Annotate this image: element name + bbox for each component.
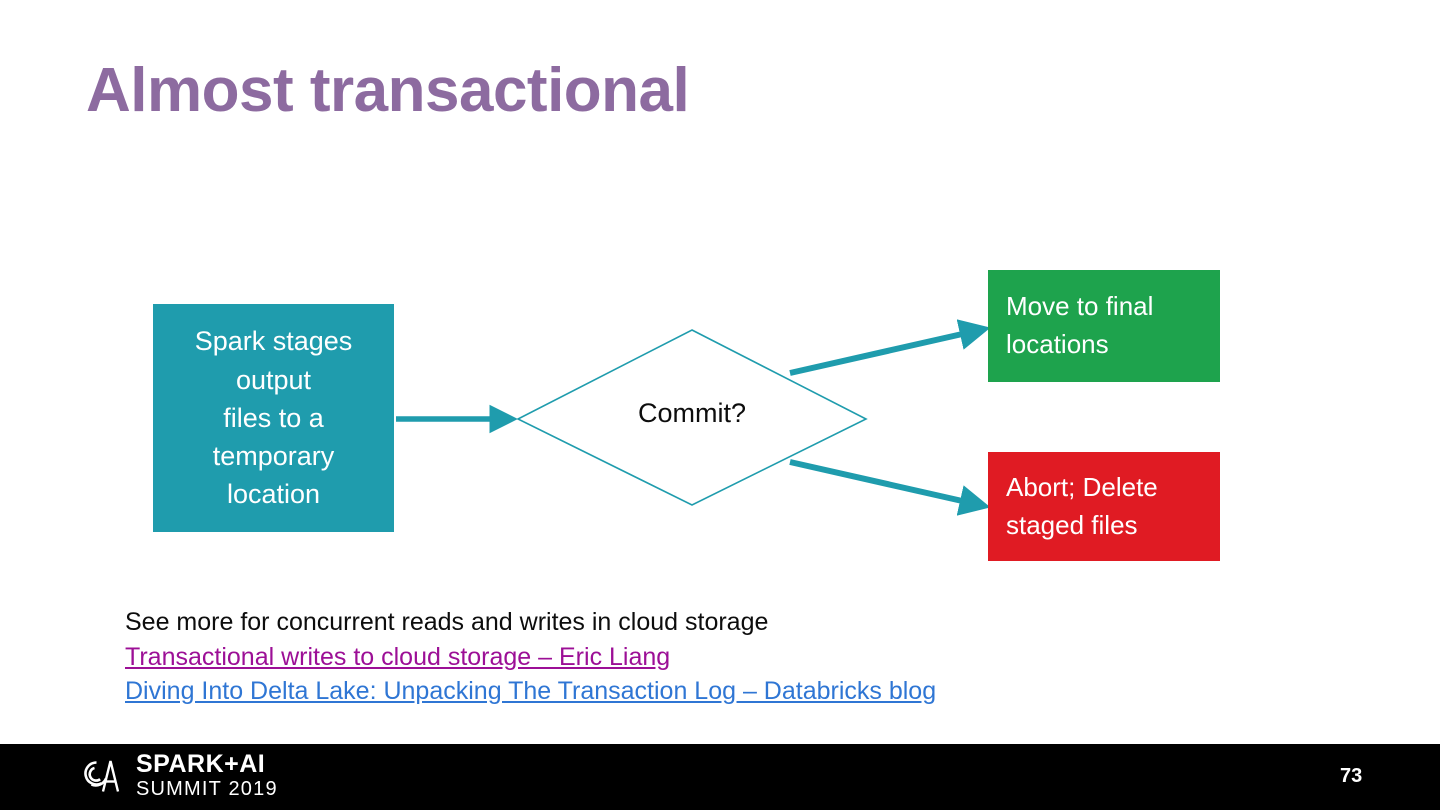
- node-label-line: Spark stages: [194, 326, 353, 357]
- node-label-line: Move to final: [1006, 291, 1154, 322]
- page-title: Almost transactional: [86, 56, 690, 125]
- node-label-line: files to a: [223, 402, 324, 433]
- page-number: 73: [1340, 765, 1363, 787]
- logo-top-text: SPARK+AI: [136, 750, 266, 778]
- node-abort-delete-staged-files: Abort; Delete staged files: [988, 452, 1220, 561]
- node-label-line: temporary: [212, 441, 335, 472]
- notes-lead-text: See more for concurrent reads and writes…: [125, 608, 769, 636]
- node-move-to-final-locations: Move to final locations: [988, 270, 1220, 382]
- arrow-decision-to-success: [789, 319, 991, 376]
- link-transactional-writes[interactable]: Transactional writes to cloud storage – …: [125, 642, 671, 671]
- logo-wordmark: SPARK+AI SUMMIT 2019: [136, 750, 278, 800]
- node-label-line: staged files: [1006, 509, 1138, 540]
- node-label-line: Abort; Delete: [1006, 471, 1158, 502]
- node-spark-stages-output: Spark stages output files to a temporary…: [153, 304, 394, 532]
- node-label-line: location: [226, 479, 321, 510]
- logo-bottom-text: SUMMIT 2019: [136, 777, 278, 800]
- node-label-line: locations: [1006, 329, 1109, 359]
- arrow-decision-to-failure: [789, 459, 991, 516]
- spark-ai-summit-logo: SPARK+AI SUMMIT 2019: [72, 750, 278, 800]
- node-label-line: output: [235, 364, 312, 395]
- link-diving-into-delta-lake[interactable]: Diving Into Delta Lake: Unpacking The Tr…: [125, 677, 937, 705]
- decision-label: Commit?: [637, 398, 746, 428]
- notes-block: See more for concurrent reads and writes…: [125, 605, 936, 709]
- spark-summit-spiral-icon: [72, 753, 126, 799]
- footer-bar: [0, 744, 1440, 810]
